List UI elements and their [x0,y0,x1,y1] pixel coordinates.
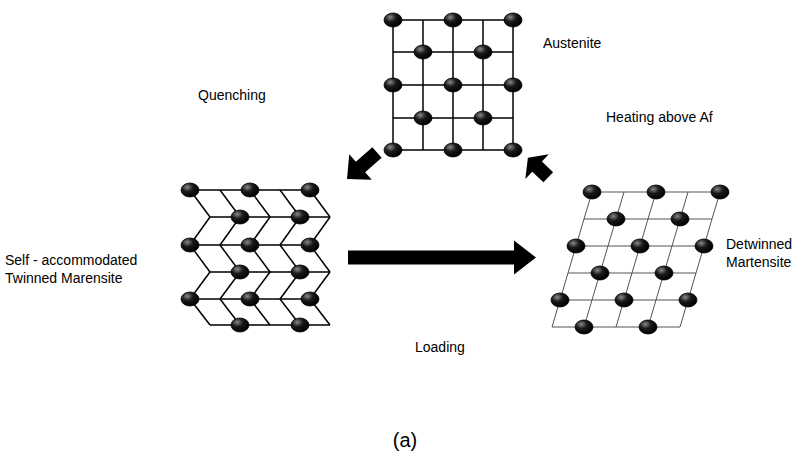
block-arrow [347,147,382,180]
atom [474,45,492,59]
block-arrow [525,154,553,182]
atom [241,183,259,197]
lattice-line [393,117,513,119]
atom [575,320,593,334]
atom [671,212,689,226]
phase-label: Detwinned Martensite [726,236,808,271]
atom [181,183,199,197]
atom [444,13,462,27]
atom [615,293,633,307]
atom [231,210,249,224]
atom [291,318,309,332]
atom [695,239,713,253]
twinned-martensite-box: Self - accommodated Twinned Marensite [172,180,344,335]
atom [241,238,259,252]
atom [711,185,729,199]
atom [647,185,665,199]
atom [414,111,432,125]
process-label: Loading [412,338,468,358]
lattice-line [552,192,592,327]
lattice-line [584,192,624,327]
atom [231,318,249,332]
atom [444,143,462,157]
atom [291,265,309,279]
atom [241,292,259,306]
process-label: Heating above Af [603,108,716,128]
atom [679,293,697,307]
phase-label: Austenite [543,35,601,53]
austenite-lattice-box: Austenite [380,10,525,162]
atom [181,238,199,252]
atom [504,143,522,157]
atom [607,212,625,226]
austenite-lattice [384,13,522,157]
block-arrow [348,241,536,275]
atom [231,265,249,279]
atom [551,293,569,307]
atom [567,239,585,253]
atom [384,13,402,27]
atom [639,320,657,334]
atom [291,210,309,224]
atom [181,292,199,306]
atom [655,266,673,280]
twinned-lattice [181,183,330,332]
atom [504,78,522,92]
lattice-line [680,192,720,327]
atom [583,185,601,199]
lattice-line [616,192,656,327]
atom [301,292,319,306]
atom [301,238,319,252]
atom [631,239,649,253]
atom [384,78,402,92]
atom [474,111,492,125]
lattice-line [393,51,513,53]
atom [301,183,319,197]
atom [384,143,402,157]
detwinned-lattice [551,185,729,334]
atom [591,266,609,280]
lattice-line [648,192,688,327]
figure-caption: (a) [393,428,417,453]
atom [504,13,522,27]
detwinned-martensite-box: Detwinned Martensite [540,180,725,335]
phase-label: Self - accommodated Twinned Marensite [5,252,165,287]
process-label: Quenching [195,86,269,106]
atom [444,78,462,92]
atom [414,45,432,59]
